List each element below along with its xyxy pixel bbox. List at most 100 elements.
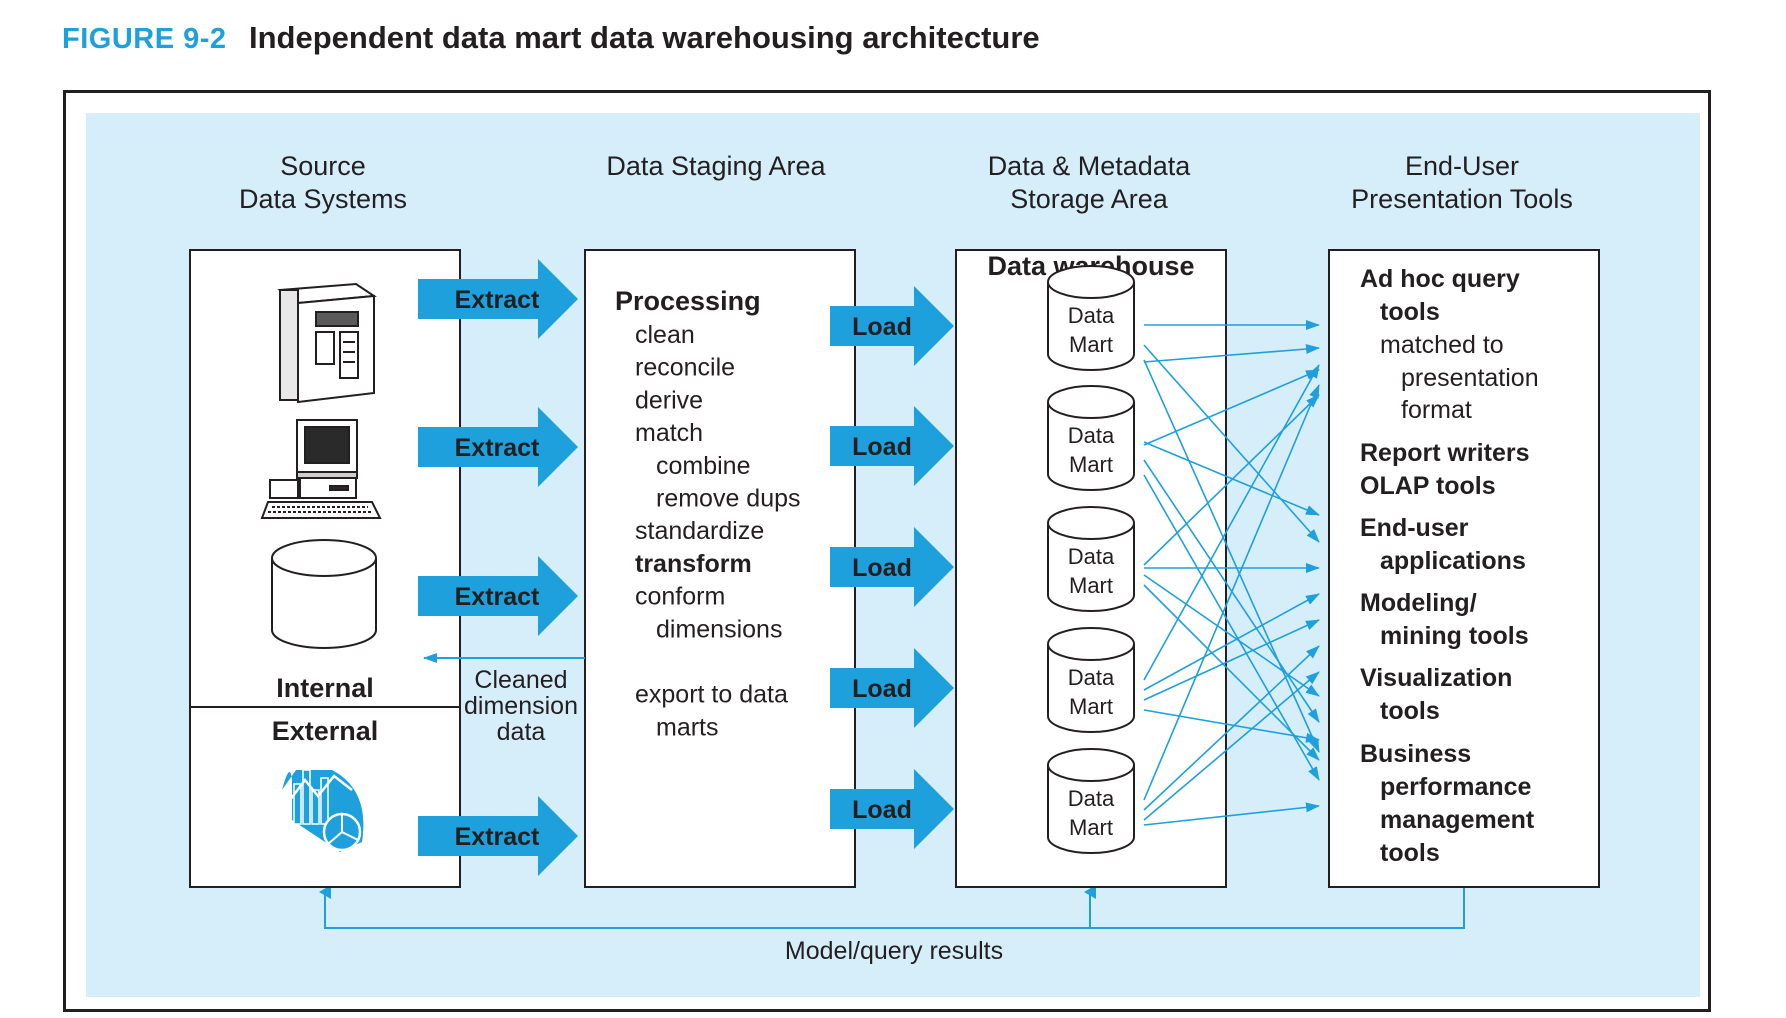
tool-item: Business [1360, 740, 1471, 768]
load-arrow: Load [830, 648, 954, 728]
tool-item: End-user [1360, 514, 1469, 542]
tool-item: tools [1380, 298, 1440, 326]
tool-item: mining tools [1380, 622, 1529, 650]
internal-label: Internal [276, 673, 374, 703]
processing-step: match [635, 419, 703, 447]
data-mart-label-line2: Mart [1069, 694, 1113, 719]
data-mart-label-line1: Data [1068, 544, 1115, 569]
mart-tool-connector [1143, 709, 1320, 743]
column-heading-source-line1: Source [280, 151, 366, 181]
cleaned-label-line2: dimension [464, 692, 578, 720]
load-arrow-label: Load [852, 433, 912, 461]
extract-arrow: Extract [418, 796, 578, 876]
desktop-computer-icon [260, 419, 382, 519]
processing-step: combine [656, 452, 751, 480]
load-arrow-label: Load [852, 796, 912, 824]
column-heading-enduser-line1: End-User [1405, 151, 1519, 181]
server-icon [277, 282, 377, 404]
processing-step: clean [635, 321, 695, 349]
tool-item: Modeling/ [1360, 589, 1477, 617]
load-arrow: Load [830, 406, 954, 486]
load-arrow: Load [830, 286, 954, 366]
extract-arrow: Extract [418, 556, 578, 636]
tool-item: OLAP tools [1360, 472, 1496, 500]
mart-tool-connector [1143, 645, 1320, 811]
data-mart-label-line1: Data [1068, 786, 1115, 811]
mart-tool-connector [1143, 474, 1320, 781]
staging-area-box: Processing clean reconcile derive match comb… [584, 249, 856, 888]
data-mart-label-line2: Mart [1069, 815, 1113, 840]
mart-tool-connector [1143, 344, 1320, 363]
cleaned-label-line1: Cleaned [474, 666, 567, 694]
processing-step: conform [635, 583, 725, 611]
extract-arrow-label: Extract [455, 286, 540, 314]
mart-tool-connector [1143, 384, 1320, 801]
mart-tool-connector [1143, 584, 1320, 761]
external-data-chart-icon [282, 769, 364, 852]
extract-arrow: Extract [418, 407, 578, 487]
tool-item: Report writers [1360, 439, 1529, 467]
mart-tool-connector [1143, 619, 1320, 701]
mart-tool-connector [1143, 671, 1320, 821]
data-mart-label-line2: Mart [1069, 332, 1113, 357]
tool-item: Ad hoc query [1360, 265, 1520, 293]
figure-label: FIGURE 9-2 [62, 23, 227, 55]
extract-arrow-label: Extract [455, 434, 540, 462]
processing-step: transform [635, 550, 752, 578]
database-cylinder-icon [271, 539, 377, 649]
tool-item: performance [1380, 773, 1532, 801]
data-mart-label-line2: Mart [1069, 573, 1113, 598]
column-heading-enduser-line2: Presentation Tools [1351, 184, 1573, 214]
mart-tool-connector [1143, 802, 1320, 826]
tool-item: Visualization [1360, 664, 1512, 692]
column-heading-storage-line1: Data & Metadata [988, 151, 1192, 181]
mart-to-tool-connectors [1143, 320, 1320, 826]
figure-header: FIGURE 9-2 Independent data mart data wa… [62, 20, 1040, 62]
processing-step: marts [656, 713, 719, 741]
load-arrow: Load [830, 769, 954, 849]
extract-arrow: Extract [418, 259, 578, 339]
extract-arrow-label: Extract [455, 823, 540, 851]
tool-item: format [1401, 396, 1472, 424]
cleaned-label-line3: data [497, 718, 546, 746]
tool-item: matched to [1380, 331, 1504, 359]
tool-item: applications [1380, 547, 1526, 575]
feedback-label: Model/query results [785, 937, 1003, 965]
data-mart-label-line1: Data [1068, 423, 1115, 448]
column-heading-storage-line2: Storage Area [1010, 184, 1169, 214]
cleaned-dimension-data-flow: Cleaned dimension data [423, 653, 585, 746]
tool-item: management [1380, 806, 1535, 834]
mart-tool-connector [1143, 574, 1320, 697]
processing-step: reconcile [635, 354, 735, 382]
column-heading-storage: Data & Metadata Storage Area [988, 151, 1192, 214]
mart-tool-connector [1143, 441, 1320, 516]
column-heading-staging: Data Staging Area [606, 151, 826, 181]
load-arrow: Load [830, 527, 954, 607]
mart-tool-connector [1143, 593, 1320, 691]
data-mart-label-line2: Mart [1069, 452, 1113, 477]
data-warehouse-box: Data warehouse DataMartDataMartDataMartD… [955, 249, 1227, 888]
extract-arrow-label: Extract [455, 583, 540, 611]
load-arrow-label: Load [852, 675, 912, 703]
mart-tool-connector [1143, 369, 1320, 446]
tool-item: tools [1380, 839, 1440, 867]
tool-item: tools [1380, 697, 1440, 725]
processing-heading: Processing [615, 286, 761, 316]
load-arrow-label: Load [852, 313, 912, 341]
load-arrow-label: Load [852, 554, 912, 582]
mart-tool-connector [1143, 394, 1320, 566]
column-heading-source-line2: Data Systems [239, 184, 407, 214]
processing-step: derive [635, 386, 703, 414]
external-label: External [272, 716, 379, 746]
figure-title: Independent data mart data warehousing a… [248, 20, 1040, 55]
data-mart-label-line1: Data [1068, 665, 1115, 690]
